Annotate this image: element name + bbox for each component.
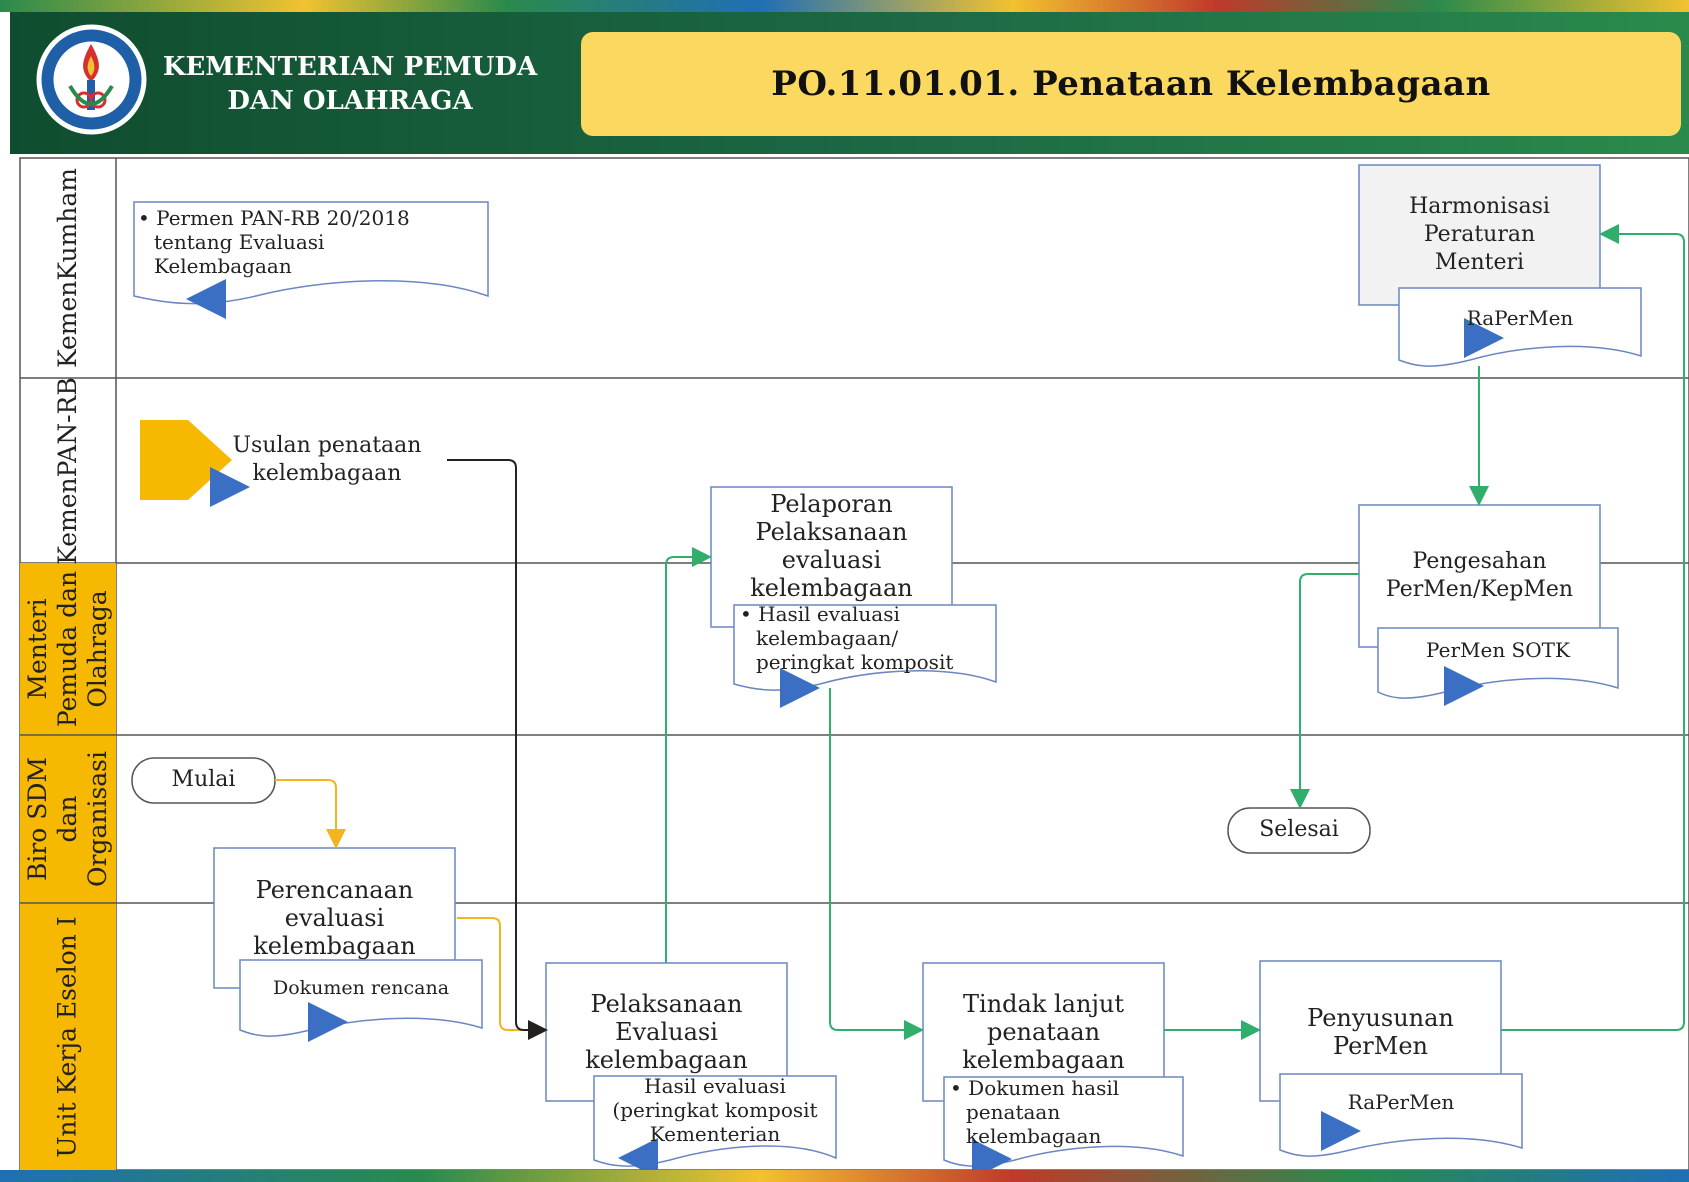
connector-usulan-pelaksanaan [447, 459, 548, 1040]
org-name-line2: DAN OLAHRAGA [227, 86, 473, 116]
lane-kemenpanrb-text: KemenPAN-RB [53, 376, 82, 565]
connector-pelaksanaan-pelaporan [665, 547, 712, 963]
pelaporan-line1: Pelaporan [770, 490, 893, 518]
process-pengesahan [1358, 504, 1601, 648]
lane-biro-line2: dan [53, 795, 83, 843]
offpage-connector-usulan [140, 420, 232, 500]
penyusunan-line2: PerMen [1333, 1032, 1428, 1060]
lane-label-unit-kerja: Unit Kerja Eselon I [20, 903, 116, 1170]
connector-perencanaan-pelaksanaan [457, 917, 548, 1040]
process-pelaporan [710, 486, 953, 628]
raperment-top-label: RaPerMen [1466, 306, 1574, 330]
organization-name: KEMENTERIAN PEMUDA DAN OLAHRAGA [160, 50, 540, 118]
dokumen-hasil-label: • Dokumen hasil penataan kelembagaan [950, 1076, 1183, 1148]
tindak-lanjut-line2: penataan [986, 1018, 1101, 1046]
connector-pengesahan-selesai [1290, 573, 1359, 809]
lane-label-menteri: Menteri Pemuda dan Olahraga [20, 563, 116, 735]
pengesahan-line2: PerMen/KepMen [1385, 577, 1574, 602]
lane-label-kemenpanrb: KemenPAN-RB [20, 376, 116, 565]
hasil-evaluasi-doc-line2: (peringkat komposit [612, 1098, 818, 1122]
permen-line3: Kelembagaan [154, 254, 292, 278]
dokumen-rencana-label: Dokumen rencana [272, 977, 450, 999]
connector-mulai-perencanaan [275, 779, 346, 849]
lane-menteri-line1: Menteri [23, 598, 53, 700]
perencanaan-line2: evaluasi [284, 904, 385, 932]
harmonisasi-line1: Harmonisasi [1409, 194, 1550, 219]
pelaksanaan-line2: Evaluasi [615, 1018, 718, 1046]
lane-unit-kerja-text: Unit Kerja Eselon I [53, 915, 83, 1158]
hasil-peringkat-line3: peringkat komposit [756, 650, 954, 674]
lane-label-biro-sdm: Biro SDM dan Organisasi [20, 735, 116, 903]
lane-label-kemenkumham: KemenKumham [20, 158, 116, 378]
flow-connectors [275, 224, 1685, 1040]
permen-line1: • Permen PAN-RB 20/2018 [138, 206, 410, 230]
decorative-top-strip [0, 0, 1689, 12]
usulan-line2: kelembagaan [252, 461, 402, 486]
permen-sotk-label: PerMen SOTK [1426, 638, 1570, 662]
pelaporan-line2: Pelaksanaan [755, 518, 908, 546]
lane-menteri-line3: Olahraga [83, 590, 113, 708]
selesai-label: Selesai [1259, 817, 1339, 842]
process-harmonisasi [1358, 164, 1601, 306]
document-raperment-bottom [1279, 1073, 1523, 1157]
pelaksanaan-line3: kelembagaan [585, 1046, 748, 1074]
lane-biro-line3: Organisasi [83, 750, 113, 888]
raperment-bottom-label: RaPerMen [1347, 1090, 1455, 1114]
permen-line2: tentang Evaluasi [154, 230, 325, 254]
decorative-bottom-strip [0, 1170, 1689, 1182]
hasil-evaluasi-doc-line3: Kementerian [649, 1122, 781, 1146]
harmonisasi-line2: Peraturan [1423, 222, 1536, 247]
pelaporan-line4: kelembagaan [750, 574, 913, 602]
pelaporan-label: Pelaporan Pelaksanaan evaluasi kelembaga… [711, 490, 952, 602]
mulai-label: Mulai [171, 767, 236, 792]
dokumen-hasil-line3: kelembagaan [966, 1124, 1102, 1148]
perencanaan-label: Perencanaan evaluasi kelembagaan [214, 876, 455, 960]
usulan-label: Usulan penataan kelembagaan [222, 432, 432, 488]
penyusunan-label: Penyusunan PerMen [1260, 1004, 1501, 1060]
hasil-peringkat-line1: • Hasil evaluasi [740, 602, 900, 626]
pengesahan-line1: Pengesahan [1412, 549, 1547, 574]
penyusunan-line1: Penyusunan [1307, 1004, 1454, 1032]
lane-biro-text: Biro SDM dan Organisasi [23, 751, 113, 887]
usulan-line1: Usulan penataan [232, 433, 422, 458]
pelaporan-line3: evaluasi [781, 546, 882, 574]
hasil-evaluasi-doc-line1: Hasil evaluasi [644, 1074, 786, 1098]
ministry-logo [36, 24, 147, 135]
page-title: PO.11.01.01. Penataan Kelembagaan [771, 64, 1491, 104]
hasil-evaluasi-doc-label: Hasil evaluasi (peringkat komposit Kemen… [594, 1074, 836, 1146]
dokumen-hasil-line1: • Dokumen hasil [950, 1076, 1120, 1100]
hasil-peringkat-label: • Hasil evaluasi kelembagaan/ peringkat … [740, 602, 996, 674]
pelaksanaan-line1: Pelaksanaan [590, 990, 743, 1018]
tindak-lanjut-line3: kelembagaan [962, 1046, 1125, 1074]
title-box: PO.11.01.01. Penataan Kelembagaan [581, 32, 1681, 136]
pengesahan-label: Pengesahan PerMen/KepMen [1359, 548, 1600, 604]
document-permen-panrb [133, 201, 489, 305]
pelaksanaan-label: Pelaksanaan Evaluasi kelembagaan [546, 990, 787, 1074]
dokumen-hasil-line2: penataan [966, 1100, 1061, 1124]
connector-penyusunan-harmonisasi [1501, 224, 1685, 1031]
permen-panrb-label: • Permen PAN-RB 20/2018 tentang Evaluasi… [138, 206, 483, 278]
lane-menteri-line2: Pemuda dan [53, 570, 83, 728]
harmonisasi-label: Harmonisasi Peraturan Menteri [1359, 193, 1600, 277]
lane-menteri-text: Menteri Pemuda dan Olahraga [23, 571, 113, 727]
hasil-peringkat-line2: kelembagaan/ [756, 626, 899, 650]
connector-pelaporan-tindaklanjut [829, 688, 924, 1040]
harmonisasi-line3: Menteri [1434, 250, 1525, 275]
tindak-lanjut-label: Tindak lanjut penataan kelembagaan [923, 990, 1164, 1074]
perencanaan-line1: Perencanaan [255, 876, 414, 904]
lane-biro-line1: Biro SDM [23, 756, 53, 882]
tindak-lanjut-line1: Tindak lanjut [963, 990, 1124, 1018]
perencanaan-line3: kelembagaan [253, 932, 416, 960]
lane-grid [19, 157, 1689, 1171]
org-name-line1: KEMENTERIAN PEMUDA [162, 52, 538, 82]
lane-kemenkumham-text: KemenKumham [53, 167, 82, 369]
